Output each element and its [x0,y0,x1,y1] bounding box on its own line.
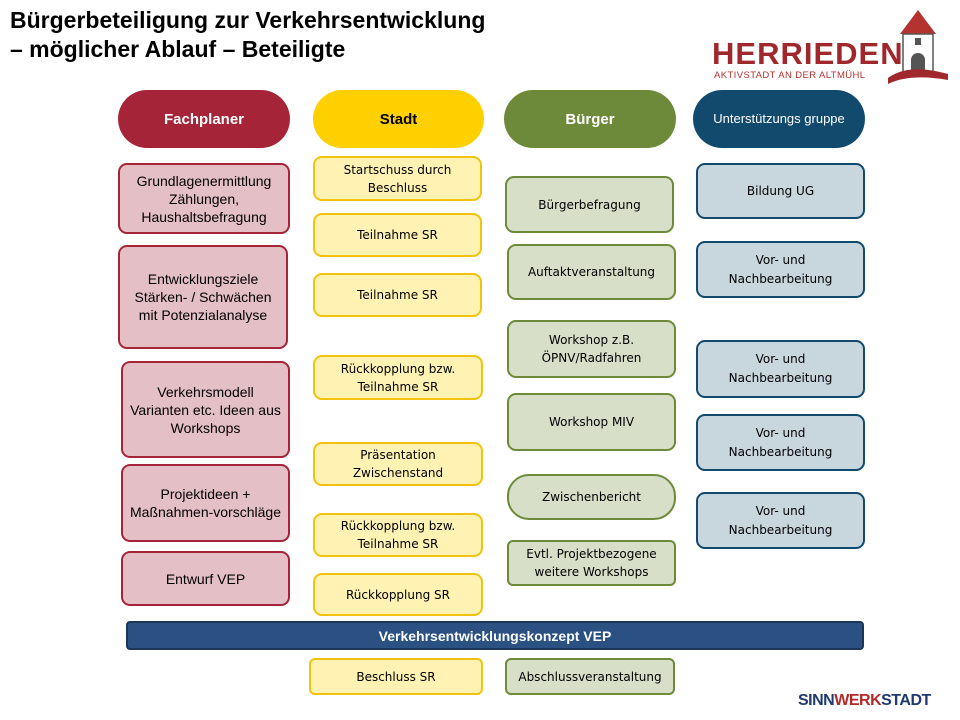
step-label: Präsentation Zwischenstand [352,448,444,480]
step-label: Rückkopplung bzw. Teilnahme SR [340,519,456,551]
fachplaner-step-entwurf-vep: Entwurf VEP [121,551,290,606]
step-label: Workshop MIV [548,415,635,429]
buerger-step-workshop-oepnv: Workshop z.B. ÖPNV/Radfahren [507,320,676,378]
header-unterstuetzungsgruppe: Unterstützungs gruppe [693,90,865,148]
step-label: Vor- und Nachbearbeitung [728,352,833,385]
step-label: Grundlagenermittlung Zählungen, Haushalt… [136,172,272,225]
logo-name: HERRIEDEN [712,36,904,71]
title-line-2: – möglicher Ablauf – Beteiligte [10,36,346,62]
header-buerger: Bürger [504,90,676,148]
step-label: Verkehrsmodell Varianten etc. Ideen aus … [130,383,281,436]
step-label: Bildung UG [746,183,815,198]
buerger-step-befragung: Bürgerbefragung [505,176,674,233]
fachplaner-step-entwicklungsziele: Entwicklungsziele Stärken- / Schwächen m… [118,245,288,349]
buerger-step-zwischenbericht: Zwischenbericht [507,474,676,520]
logo-tagline: AKTIVSTADT AN DER ALTMÜHL [714,70,866,81]
step-label: Auftaktveranstaltung [527,265,656,279]
footer-logo-part-2: WERK [834,692,882,709]
step-label: Projektideen + Maßnahmen-vorschläge [130,486,281,520]
herrieden-logo: HERRIEDEN AKTIVSTADT AN DER ALTMÜHL [708,8,954,86]
buerger-step-workshop-miv: Workshop MIV [507,393,676,451]
stadt-step-teilnahme-sr-2: Teilnahme SR [313,273,482,317]
ug-step-bearbeitung-1: Vor- und Nachbearbeitung [696,241,865,298]
ug-step-bildung: Bildung UG [696,163,865,219]
step-label: Teilnahme SR [357,288,438,302]
step-label: Evtl. Projektbezogene weitere Workshops [526,547,657,579]
stadt-step-startschuss: Startschuss durch Beschluss [313,156,482,201]
title-line-1: Bürgerbeteiligung zur Verkehrsentwicklun… [10,7,486,33]
step-label: Startschuss durch Beschluss [343,162,452,195]
tower-icon [888,10,948,84]
stadt-step-praesentation: Präsentation Zwischenstand [313,442,483,486]
sinnwerkstadt-logo: SINNWERKSTADT [798,691,931,711]
buerger-step-weitere-workshops: Evtl. Projektbezogene weitere Workshops [507,540,676,586]
stadt-step-beschluss: Beschluss SR [309,658,483,695]
fachplaner-step-grundlagen: Grundlagenermittlung Zählungen, Haushalt… [118,163,290,234]
header-stadt: Stadt [313,90,484,148]
step-label: Bürgerbefragung [538,197,641,212]
ug-step-bearbeitung-2: Vor- und Nachbearbeitung [696,340,865,398]
stadt-step-rueckkopplung-2: Rückkopplung bzw. Teilnahme SR [313,513,483,557]
stadt-step-rueckkopplung-1: Rückkopplung bzw. Teilnahme SR [313,355,483,400]
ug-step-bearbeitung-3: Vor- und Nachbearbeitung [696,414,865,471]
page-title: Bürgerbeteiligung zur Verkehrsentwicklun… [10,6,485,64]
fachplaner-step-verkehrsmodell: Verkehrsmodell Varianten etc. Ideen aus … [121,361,290,458]
step-label: Vor- und Nachbearbeitung [728,503,833,537]
footer-logo-part-3: STADT [881,692,931,709]
buerger-step-auftakt: Auftaktveranstaltung [507,244,676,300]
step-label: Beschluss SR [356,669,436,684]
header-fachplaner: Fachplaner [118,90,290,148]
step-label: Rückkopplung bzw. Teilnahme SR [340,361,456,394]
fachplaner-step-projektideen: Projektideen + Maßnahmen-vorschläge [121,464,290,542]
step-label: Workshop z.B. ÖPNV/Radfahren [541,333,642,365]
footer-logo-part-1: SINN [798,692,835,709]
step-label: Vor- und Nachbearbeitung [728,252,833,286]
ug-step-bearbeitung-4: Vor- und Nachbearbeitung [696,492,865,549]
step-label: Rückkopplung SR [346,587,450,602]
vep-concept-bar: Verkehrsentwicklungskonzept VEP [126,621,864,650]
buerger-step-abschluss: Abschlussveranstaltung [505,658,675,695]
step-label: Abschlussveranstaltung [518,669,662,684]
step-label: Vor- und Nachbearbeitung [728,425,833,459]
step-label: Zwischenbericht [542,490,641,504]
stadt-step-teilnahme-sr-1: Teilnahme SR [313,213,482,257]
step-label: Teilnahme SR [357,228,438,242]
step-label: Entwurf VEP [165,570,246,587]
stadt-step-rueckkopplung-sr: Rückkopplung SR [313,573,483,616]
step-label: Entwicklungsziele Stärken- / Schwächen m… [134,271,272,323]
